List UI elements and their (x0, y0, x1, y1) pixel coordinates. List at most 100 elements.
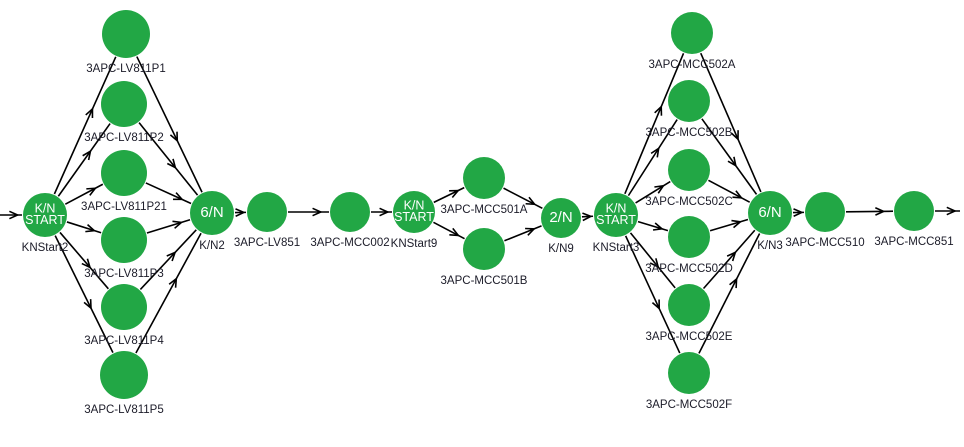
node-circle[interactable] (330, 192, 370, 232)
node-caption: 3APC-MCC502A (649, 59, 736, 71)
edge-arrowhead (82, 149, 92, 161)
edge-kn3-to-mcc510 (792, 208, 805, 217)
node-circle[interactable] (805, 192, 845, 232)
edge-arrowhead (166, 251, 177, 262)
edge-line (135, 232, 202, 354)
node-mcc851[interactable]: 3APC-MCC851 (874, 191, 954, 248)
node-circle[interactable] (894, 191, 934, 231)
edge-knstart2-to-lv811p4 (59, 231, 109, 290)
node-circle[interactable] (23, 193, 67, 237)
edge-knstart3-to-mcc502a (624, 52, 685, 195)
edge-arrowhead (727, 156, 737, 168)
node-caption: 3APC-LV811P5 (84, 404, 163, 416)
edge-arrowhead (726, 250, 737, 262)
node-circle[interactable] (247, 192, 287, 232)
node-mcc502f[interactable]: 3APC-MCC502F (646, 352, 732, 411)
edge-arrowhead (946, 206, 957, 216)
node-circle[interactable] (668, 284, 710, 326)
node-caption: KNStart3 (593, 242, 640, 254)
node-circle[interactable] (668, 80, 710, 122)
node-caption: K/N3 (757, 240, 783, 252)
node-caption: KNStart9 (391, 238, 438, 250)
node-circle[interactable] (668, 352, 710, 394)
node-lv811p1[interactable]: 3APC-LV811P1 (86, 10, 166, 75)
edge-line (136, 56, 203, 193)
edge-arrowhead (83, 299, 92, 310)
node-circle[interactable] (101, 217, 147, 263)
node-lv811p4[interactable]: 3APC-LV811P4 (84, 284, 164, 347)
edge-line (624, 52, 685, 195)
edge-mcc002-to-knstart9 (371, 207, 392, 217)
node-lv811p21[interactable]: 3APC-LV811P21 (81, 150, 167, 213)
edge-knstart3-to-mcc502f (624, 235, 681, 354)
node-caption: 3APC-MCC502D (645, 263, 733, 275)
edge-knstart3-to-mcc502b (627, 119, 678, 197)
node-circle[interactable] (100, 351, 148, 399)
edge-mcc501a-to-kn9 (503, 187, 543, 210)
node-mcc502b[interactable]: 3APC-MCC502B (646, 80, 733, 139)
node-circle[interactable] (101, 81, 147, 127)
node-lv811p5[interactable]: 3APC-LV811P5 (84, 351, 164, 416)
node-circle[interactable] (190, 191, 234, 235)
edge-arrowhead (525, 196, 537, 206)
edge-knstart2-to-lv811p1 (53, 56, 117, 195)
node-caption: 3APC-MCC502C (645, 196, 733, 208)
node-circle[interactable] (102, 10, 150, 58)
node-circle[interactable] (668, 216, 710, 258)
edge-entry-to-knstart2 (0, 210, 22, 220)
node-circle[interactable] (101, 150, 147, 196)
node-mcc502a[interactable]: 3APC-MCC502A (649, 12, 736, 71)
node-lv811p2[interactable]: 3APC-LV811P2 (84, 81, 164, 144)
edge-line (57, 123, 111, 197)
edge-arrowhead (654, 184, 665, 194)
edge-line (624, 235, 681, 354)
edge-arrowhead (172, 220, 184, 229)
node-mcc510[interactable]: 3APC-MCC510 (785, 192, 865, 249)
node-circle[interactable] (463, 157, 505, 199)
node-caption: K/N2 (199, 240, 225, 252)
node-circle[interactable] (748, 191, 792, 235)
node-mcc502c[interactable]: 3APC-MCC502C (645, 149, 733, 208)
edge-lv811p5-to-kn2 (135, 232, 202, 354)
node-circle[interactable] (594, 193, 638, 237)
edge-arrowhead (235, 208, 246, 217)
node-circle[interactable] (101, 284, 147, 330)
node-circle[interactable] (393, 191, 435, 233)
node-mcc502d[interactable]: 3APC-MCC502D (645, 216, 733, 275)
node-caption: 3APC-MCC501A (441, 204, 528, 216)
edge-line (59, 231, 109, 290)
edge-mcc502c-to-kn3 (708, 179, 751, 203)
node-lv811p3[interactable]: 3APC-LV811P3 (84, 217, 164, 280)
node-kn9[interactable]: 2/NK/N9 (541, 198, 581, 255)
node-caption: 3APC-LV811P21 (81, 201, 167, 213)
edge-arrowhead (85, 107, 94, 118)
node-lv851[interactable]: 3APC-LV851 (234, 192, 300, 249)
node-caption: KNStart2 (22, 242, 69, 254)
node-caption: 3APC-LV811P3 (84, 268, 163, 280)
node-mcc002[interactable]: 3APC-MCC002 (310, 192, 390, 249)
node-mcc501b[interactable]: 3APC-MCC501B (441, 228, 528, 287)
node-mcc502e[interactable]: 3APC-MCC502E (646, 284, 733, 343)
node-caption: 3APC-LV811P2 (84, 132, 163, 144)
node-circle[interactable] (541, 198, 581, 238)
edge-line (504, 225, 542, 242)
node-caption: 3APC-MCC502F (646, 399, 732, 411)
edge-line (53, 56, 117, 195)
node-mcc501a[interactable]: 3APC-MCC501A (441, 157, 528, 216)
edge-arrowhead (650, 146, 660, 158)
edge-lv851-to-mcc002 (288, 207, 329, 217)
node-caption: 3APC-LV811P4 (84, 335, 164, 347)
node-circle[interactable] (463, 228, 505, 270)
node-circle[interactable] (668, 149, 710, 191)
edge-arrowhead (732, 190, 744, 199)
edge-line (139, 229, 197, 291)
edge-knstart3-to-mcc502c (635, 180, 671, 204)
node-caption: 3APC-MCC502B (646, 127, 733, 139)
node-circle[interactable] (671, 12, 713, 54)
edge-knstart2-to-lv811p3 (66, 221, 102, 234)
